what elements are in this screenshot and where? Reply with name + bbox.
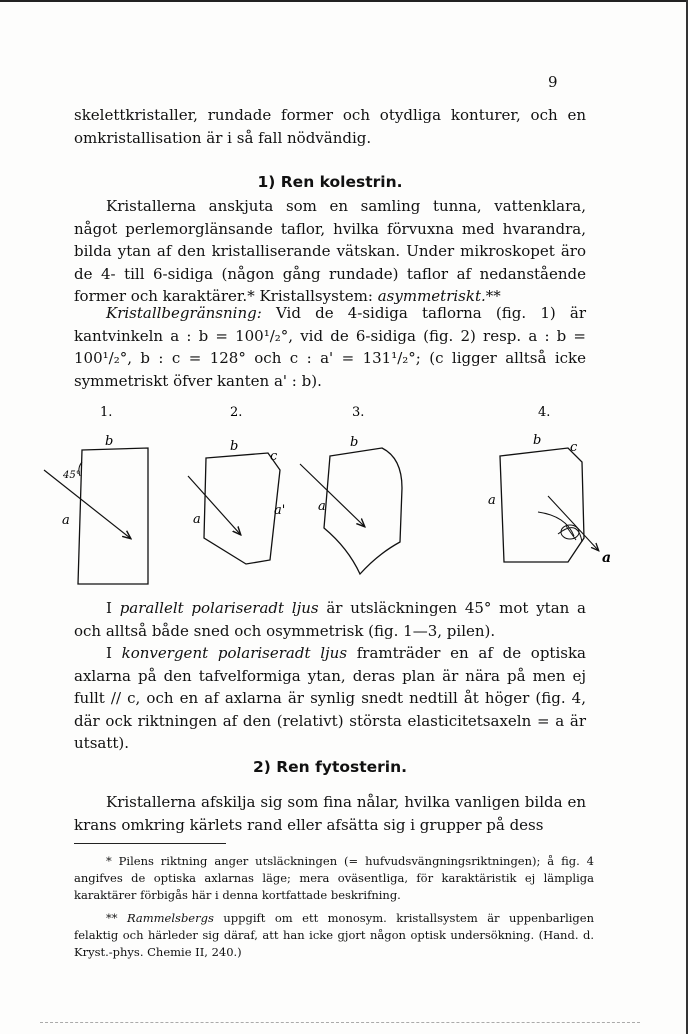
section-1-paragraph-1: Kristallerna anskjuta som en samling tun… [74, 195, 586, 308]
s1p2-text: Vid de 4-sidiga taflorna (fig. 1) är kan… [74, 304, 587, 390]
top-edge-line [0, 0, 688, 2]
s1p1-text: Kristallerna anskjuta som en samling tun… [74, 197, 586, 305]
fig-2-a: a [193, 512, 201, 527]
footnote-2-text: uppgift om ett monosym. kristallsystem ä… [74, 911, 595, 960]
footnote-2-lead: ** [106, 911, 127, 925]
s1p3-text: är utsläckningen 45° mot ytan a och allt… [74, 599, 586, 640]
fig-label-2: 2. [230, 405, 242, 420]
bottom-edge-marks [40, 1022, 640, 1024]
fig-4-a: a [488, 493, 496, 508]
section-1-paragraph-3: I parallelt polariseradt ljus är utsläck… [74, 597, 586, 642]
figures-svg: 1. 2. 3. 4. 45° b a b c a' a [43, 405, 611, 585]
fig-2-b: b [230, 439, 238, 454]
footnote-2: ** Rammelsbergs uppgift om ett monosym. … [74, 910, 594, 962]
fig-4-axis-a: a [602, 550, 611, 566]
right-edge-line [686, 0, 688, 1034]
section-2-title: 2) Ren fytosterin. [252, 758, 408, 776]
crystal-figures: 1. 2. 3. 4. 45° b a b c a' a [30, 398, 640, 588]
section-1-title: 1) Ren kolestrin. [257, 173, 403, 191]
fig-1-crystal: 45° b a [43, 434, 149, 585]
intro-paragraph: skelettkristaller, rundade former och ot… [74, 106, 586, 147]
footnote-2-emph: Rammelsbergs [126, 911, 214, 925]
fig-3-crystal: b a [299, 435, 403, 576]
s1p3-lead: I [106, 599, 112, 617]
fig-1-a: a [62, 513, 70, 528]
fig-3-a: a [318, 499, 326, 514]
fig-4-b: b [533, 433, 541, 448]
fig-4-c: c [570, 440, 578, 455]
s1p2-emph: Kristallbegränsning: [106, 304, 262, 322]
section-2-paragraph-1: Kristallerna afskilja sig som fina nålar… [74, 793, 586, 834]
fig-2-crystal: b c a' a [187, 439, 285, 565]
fig-2-c: c [270, 449, 278, 464]
s1p4-text: framträder en af de optiska axlarna på d… [74, 644, 586, 752]
fig-4-crystal: b c a a [488, 433, 611, 566]
fig-1-b: b [105, 434, 113, 449]
page-number: 9 [548, 73, 558, 91]
fig-label-4: 4. [538, 405, 550, 420]
s1p4-emph: konvergent polariseradt ljus [121, 644, 348, 662]
fig-label-3: 3. [352, 405, 364, 420]
fig-3-b: b [350, 435, 358, 450]
s1p3-emph: parallelt polariseradt ljus [119, 599, 319, 617]
footnote-1-text: * Pilens riktning anger utsläckningen (=… [74, 854, 594, 903]
fig-2-a-prime: a' [274, 503, 285, 518]
footnote-1: * Pilens riktning anger utsläckningen (=… [74, 853, 594, 905]
section-1-paragraph-4: I konvergent polariseradt ljus framträde… [74, 642, 586, 755]
fig-label-1: 1. [100, 405, 112, 420]
s1p1-emph: asymmetriskt.** [377, 287, 501, 305]
s1p4-lead: I [106, 644, 112, 662]
fig-1-angle: 45° [62, 470, 81, 481]
section-1-paragraph-2: Kristallbegränsning: Vid de 4-sidiga taf… [74, 302, 586, 392]
footnote-rule [74, 843, 226, 844]
